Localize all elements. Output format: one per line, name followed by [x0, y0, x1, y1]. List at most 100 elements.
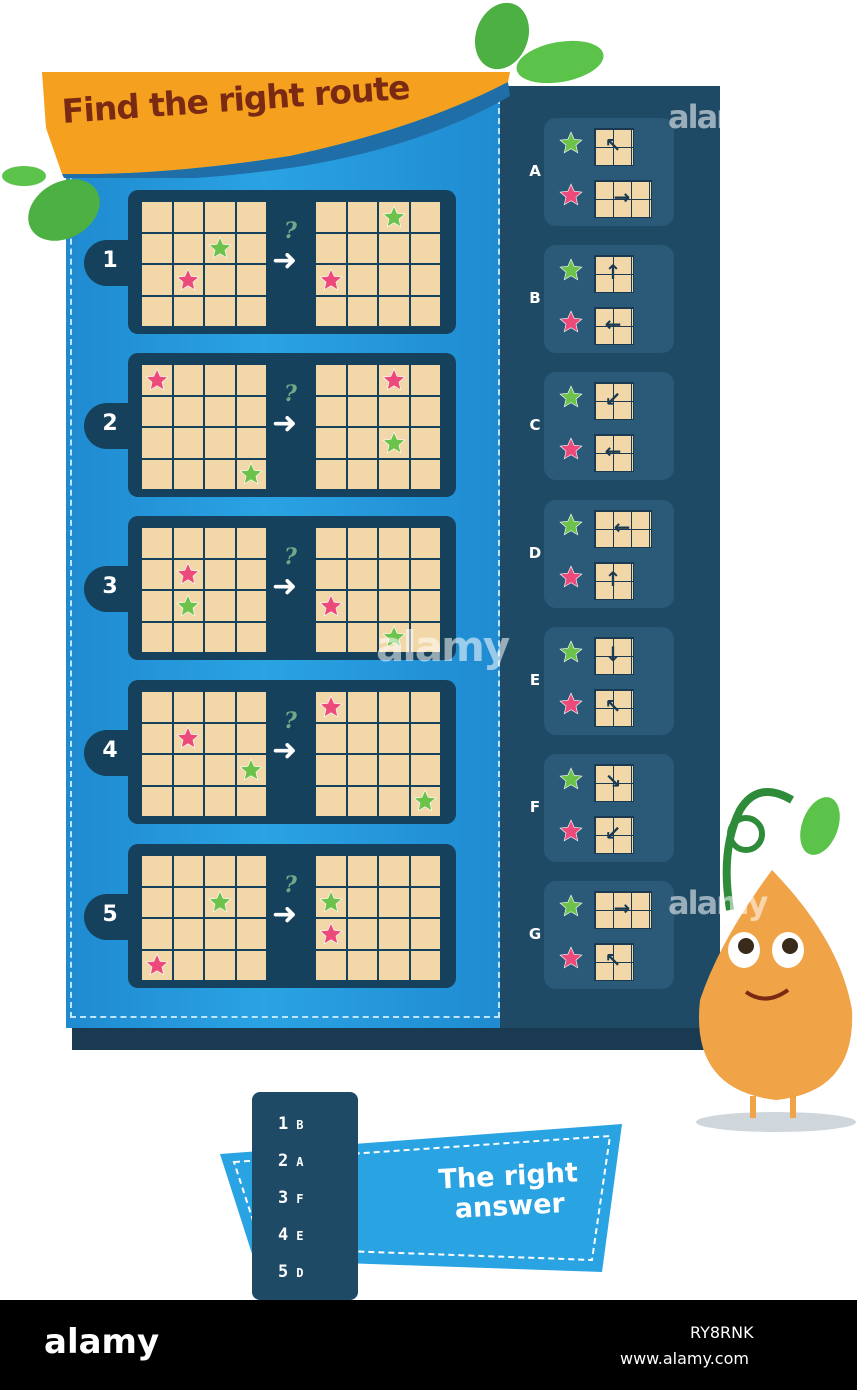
- grid-cell: [316, 559, 346, 589]
- grid-cell: [173, 396, 203, 426]
- mini-grid: [594, 891, 652, 929]
- grid-cell: [347, 723, 377, 753]
- watermark: alamy: [668, 98, 768, 136]
- watermark: alamy: [668, 884, 768, 922]
- move-arrow-icon: ↙: [604, 821, 622, 845]
- grid-cell: [205, 202, 235, 232]
- row-number: 2: [102, 411, 118, 436]
- option-letter: D: [528, 544, 542, 562]
- grid-cell: [173, 887, 203, 917]
- pink-star-cell: [316, 919, 346, 949]
- grid-cell: [410, 591, 440, 621]
- pink-star-icon: [558, 691, 584, 721]
- move-arrow-icon: ↖: [604, 133, 622, 157]
- grid-cell: [316, 459, 346, 489]
- grid-cell: [236, 622, 266, 652]
- question-mark: ?: [284, 381, 297, 407]
- right-arrow-icon: ➜: [272, 243, 298, 278]
- mini-grid: [594, 382, 634, 420]
- grid-cell: [379, 786, 409, 816]
- grid-cell: [173, 755, 203, 785]
- move-arrow-icon: ↓: [604, 642, 622, 666]
- mini-grid: [594, 689, 634, 727]
- grid-cell: [347, 396, 377, 426]
- grid-cell: [236, 202, 266, 232]
- grid-cell: [236, 233, 266, 263]
- grid-cell: [379, 591, 409, 621]
- grid-cell: [142, 559, 172, 589]
- grid-cell: [347, 265, 377, 295]
- grid-cell: [347, 233, 377, 263]
- right-grid: [316, 528, 440, 652]
- grid-cell: [173, 428, 203, 458]
- onion-character: [696, 788, 856, 1132]
- green-star-icon: [558, 512, 584, 542]
- green-star-icon: [558, 130, 584, 160]
- mini-grid: [594, 128, 634, 166]
- right-arrow-icon: ➜: [272, 733, 298, 768]
- grid-cell: [205, 622, 235, 652]
- grid-cell: [410, 723, 440, 753]
- grid-cell: [316, 755, 346, 785]
- grid-cell: [205, 365, 235, 395]
- footer-image-id: RY8RNK: [690, 1323, 754, 1342]
- move-arrow-icon: ↖: [604, 948, 622, 972]
- grid-cell: [347, 622, 377, 652]
- grid-cell: [142, 265, 172, 295]
- answer-key-letter: E: [296, 1229, 304, 1243]
- grid-cell: [236, 887, 266, 917]
- grid-cell: [236, 591, 266, 621]
- grid-cell: [379, 528, 409, 558]
- grid-cell: [236, 396, 266, 426]
- move-arrow-icon: ←: [604, 312, 622, 336]
- grid-cell: [173, 459, 203, 489]
- grid-cell: [236, 723, 266, 753]
- grid-cell: [236, 950, 266, 980]
- grid-cell: [236, 786, 266, 816]
- grid-cell: [236, 428, 266, 458]
- answer-key-number: 3: [278, 1188, 289, 1208]
- grid-cell: [410, 856, 440, 886]
- right-grid: [316, 202, 440, 326]
- grid-cell: [236, 856, 266, 886]
- grid-cell: [347, 856, 377, 886]
- grid-cell: [347, 365, 377, 395]
- footer-bar: [0, 1300, 857, 1390]
- pink-star-cell: [316, 591, 346, 621]
- leaf-decoration-top: [474, 2, 604, 84]
- grid-cell: [410, 887, 440, 917]
- grid-cell: [173, 622, 203, 652]
- footer-url: www.alamy.com: [620, 1349, 749, 1368]
- left-grid: [142, 856, 266, 980]
- grid-cell: [379, 755, 409, 785]
- left-grid: [142, 365, 266, 489]
- grid-cell: [316, 622, 346, 652]
- grid-cell: [142, 428, 172, 458]
- answer-key-letter: A: [296, 1155, 304, 1169]
- move-arrow-icon: ↘: [604, 769, 622, 793]
- green-star-cell: [410, 786, 440, 816]
- grid-cell: [205, 396, 235, 426]
- answer-key-letter: B: [296, 1118, 304, 1132]
- footer-logo: alamy: [44, 1322, 160, 1362]
- grid-cell: [236, 559, 266, 589]
- option-letter: B: [529, 289, 541, 307]
- grid-cell: [173, 528, 203, 558]
- grid-cell: [205, 296, 235, 326]
- right-grid: [316, 692, 440, 816]
- pink-star-cell: [173, 559, 203, 589]
- grid-cell: [410, 559, 440, 589]
- grid-cell: [173, 856, 203, 886]
- grid-cell: [410, 428, 440, 458]
- pink-star-icon: [558, 309, 584, 339]
- grid-cell: [347, 919, 377, 949]
- move-arrow-icon: ↑: [604, 567, 622, 591]
- answer-key-letter: F: [296, 1192, 304, 1206]
- grid-cell: [379, 692, 409, 722]
- grid-cell: [142, 202, 172, 232]
- grid-cell: [205, 559, 235, 589]
- option-letter: C: [529, 416, 541, 434]
- watermark: alamy: [376, 622, 510, 671]
